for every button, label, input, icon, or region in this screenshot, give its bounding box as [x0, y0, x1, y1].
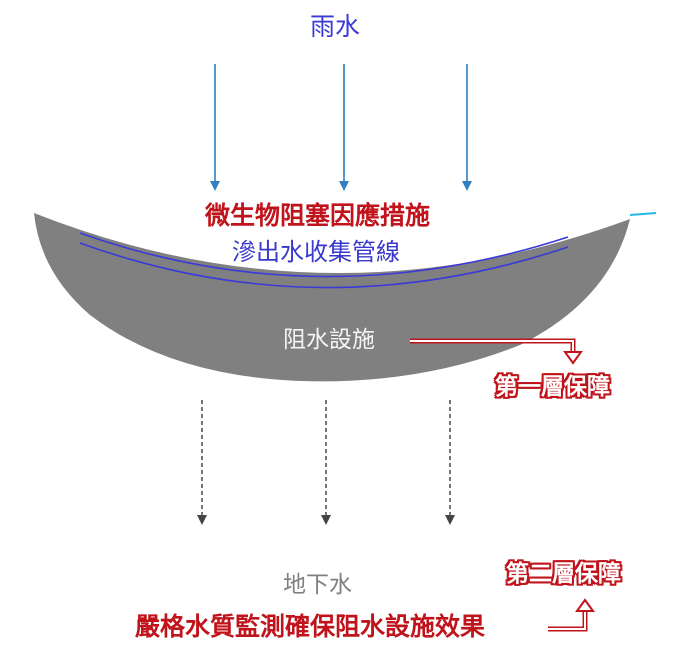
water-barrier-label: 阻水設施: [283, 327, 375, 353]
pipe-line: [79, 232, 569, 278]
second-layer-callout-arrow: [548, 598, 595, 632]
leachate-pipe-label: 滲出水收集管線: [232, 238, 400, 266]
water-quality-monitoring-label: 嚴格水質監測確保阻水設施效果: [135, 612, 486, 641]
first-layer-callout-arrow: [410, 338, 583, 365]
first-layer-protection-label: 第一層保障: [495, 374, 610, 400]
microbial-clogging-label: 微生物阻塞因應措施: [205, 201, 431, 230]
collection-pipes: [79, 232, 569, 289]
rain-arrows: [210, 64, 472, 191]
pipe-line: [79, 242, 569, 289]
rim-highlight: [629, 212, 657, 216]
groundwater-label: 地下水: [283, 572, 352, 598]
rainwater-label: 雨水: [310, 12, 361, 41]
second-layer-protection-label: 第二層保障: [506, 561, 621, 587]
groundwater-arrows: [197, 400, 455, 525]
